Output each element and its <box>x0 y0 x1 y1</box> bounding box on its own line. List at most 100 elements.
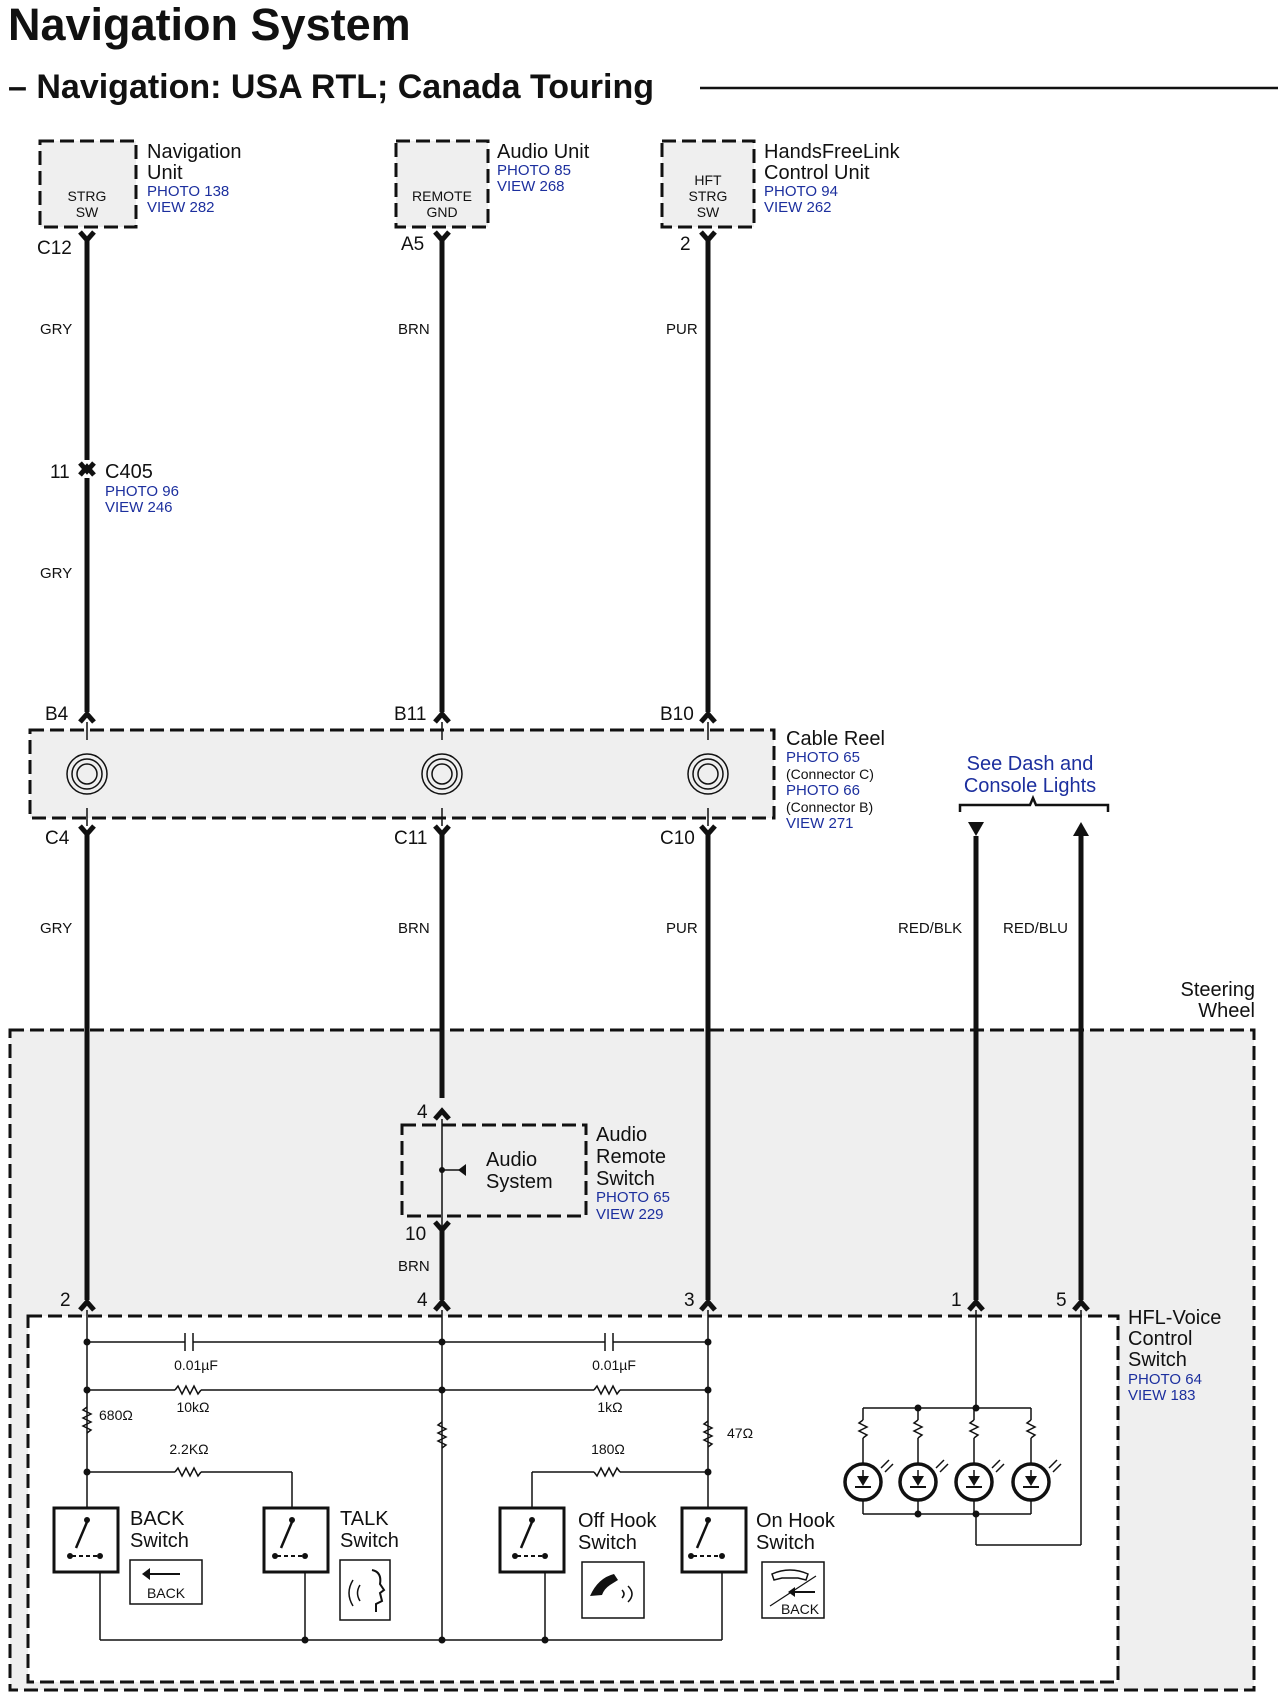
svg-text:HFL-Voice: HFL-Voice <box>1128 1307 1221 1329</box>
res-label: 2.2KΩ <box>169 1441 208 1457</box>
pin-label: 2 <box>680 234 691 255</box>
svg-text:GND: GND <box>426 204 457 220</box>
back-icon <box>129 1559 203 1605</box>
svg-text:PUR: PUR <box>666 920 698 937</box>
svg-text:BACK: BACK <box>130 1508 185 1530</box>
svg-text:SW: SW <box>76 204 99 220</box>
res-label: 1kΩ <box>597 1399 622 1415</box>
view-link: VIEW 246 <box>105 499 173 516</box>
view-link: VIEW 262 <box>764 199 832 216</box>
svg-text:RED/BLK: RED/BLK <box>898 920 962 937</box>
res-label: 180Ω <box>591 1441 625 1457</box>
audio-remote-switch: 4 Audio System Audio Remote Switch PHOTO… <box>398 1102 670 1300</box>
pin-arrows <box>78 1298 1090 1312</box>
navigation-unit: STRG SW Navigation Unit PHOTO 138 VIEW 2… <box>37 139 242 259</box>
svg-text:GRY: GRY <box>40 565 72 582</box>
pin-label: B10 <box>660 704 694 725</box>
see-dash-link: See Dash and <box>967 753 1094 775</box>
svg-text:BACK: BACK <box>781 1601 820 1617</box>
svg-text:HandsFreeLink: HandsFreeLink <box>764 141 901 163</box>
svg-text:Remote: Remote <box>596 1146 666 1168</box>
svg-text:Control: Control <box>1128 1328 1192 1350</box>
back-switch: BACK Switch BACK <box>52 1506 203 1605</box>
svg-text:11: 11 <box>50 462 70 483</box>
cap-label: 0.01µF <box>592 1357 636 1373</box>
pin-label: B11 <box>394 704 426 725</box>
connector-c405: 11 C405 PHOTO 96 VIEW 246 <box>50 461 179 516</box>
pin-label: A5 <box>401 234 424 255</box>
audio-unit: REMOTE GND Audio Unit PHOTO 85 VIEW 268 … <box>394 139 590 255</box>
svg-text:BRN: BRN <box>398 1258 430 1275</box>
svg-text:Control Unit: Control Unit <box>764 162 870 184</box>
svg-text:RED/BLU: RED/BLU <box>1003 920 1068 937</box>
pin-label: C12 <box>37 238 72 259</box>
cap-label: 0.01µF <box>174 1357 218 1373</box>
pin-label: B4 <box>45 704 69 725</box>
page-subtitle: – Navigation: USA RTL; Canada Touring <box>8 68 654 106</box>
photo-link: PHOTO 65 <box>596 1189 670 1206</box>
svg-text:Off Hook: Off Hook <box>578 1510 658 1532</box>
svg-text:Unit: Unit <box>147 162 183 184</box>
photo-link: PHOTO 65 <box>786 749 860 766</box>
indicator-leds <box>843 1408 1062 1514</box>
svg-text:Switch: Switch <box>340 1530 399 1552</box>
photo-link: PHOTO 138 <box>147 183 229 200</box>
view-link: VIEW 282 <box>147 199 215 216</box>
wires-in-wheel <box>84 1030 1084 1300</box>
pin-label: C4 <box>45 828 70 849</box>
svg-text:STRG: STRG <box>68 188 107 204</box>
off-hook-switch: Off Hook Switch <box>498 1506 658 1619</box>
pin-label: 1 <box>951 1290 962 1311</box>
pin-label: 5 <box>1056 1290 1067 1311</box>
pin-label: 10 <box>405 1224 426 1245</box>
hfl-voice-control-switch: 2 4 3 1 5 HFL-Voice Control Switch PHOTO… <box>26 1290 1221 1684</box>
photo-link: PHOTO 64 <box>1128 1371 1202 1388</box>
svg-text:(Connector C): (Connector C) <box>786 766 874 782</box>
svg-text:Audio: Audio <box>596 1124 647 1146</box>
svg-text:C405: C405 <box>105 461 153 483</box>
svg-text:Switch: Switch <box>596 1168 655 1190</box>
svg-text:SW: SW <box>697 204 720 220</box>
pin-label: 2 <box>60 1290 71 1311</box>
talk-switch: TALK Switch <box>262 1506 399 1621</box>
view-link: VIEW 271 <box>786 815 854 832</box>
svg-text:Audio: Audio <box>486 1149 537 1171</box>
svg-text:TALK: TALK <box>340 1508 389 1530</box>
pin-label: C11 <box>394 828 427 849</box>
svg-text:BACK: BACK <box>147 1585 186 1601</box>
hfl-control-unit: HFT STRG SW HandsFreeLink Control Unit P… <box>660 139 901 255</box>
svg-text:System: System <box>486 1171 553 1193</box>
res-label: 10kΩ <box>176 1399 209 1415</box>
svg-text:Switch: Switch <box>1128 1349 1187 1371</box>
svg-text:BRN: BRN <box>398 920 430 937</box>
svg-text:(Connector B): (Connector B) <box>786 799 873 815</box>
svg-text:Audio Unit: Audio Unit <box>497 141 590 163</box>
view-link: VIEW 268 <box>497 178 565 195</box>
svg-text:REMOTE: REMOTE <box>412 188 472 204</box>
reel-coil-icon <box>66 753 729 795</box>
photo-link: PHOTO 96 <box>105 483 179 500</box>
view-link: VIEW 183 <box>1128 1387 1196 1404</box>
svg-text:BRN: BRN <box>398 321 430 338</box>
svg-text:Navigation: Navigation <box>147 141 242 163</box>
svg-text:GRY: GRY <box>40 321 72 338</box>
svg-text:Switch: Switch <box>130 1530 189 1552</box>
svg-text:PUR: PUR <box>666 321 698 338</box>
view-link: VIEW 229 <box>596 1206 664 1223</box>
wire-hfl-upper: PUR <box>666 230 717 724</box>
svg-text:Switch: Switch <box>756 1532 815 1554</box>
wire-nav-upper: GRY GRY <box>40 230 96 724</box>
page-title: Navigation System <box>8 0 411 50</box>
svg-text:Switch: Switch <box>578 1532 637 1554</box>
svg-text:GRY: GRY <box>40 920 72 937</box>
on-hook-switch: On Hook Switch BACK <box>680 1506 836 1619</box>
res-label: 47Ω <box>727 1425 753 1441</box>
voice-talk-icon <box>339 1559 391 1621</box>
svg-text:Cable Reel: Cable Reel <box>786 728 885 750</box>
svg-text:On Hook: On Hook <box>756 1510 836 1532</box>
wire-audio-upper: BRN <box>398 230 451 724</box>
photo-link: PHOTO 85 <box>497 162 571 179</box>
svg-text:Console Lights: Console Lights <box>964 775 1096 797</box>
dash-lights-reference: See Dash and Console Lights <box>958 753 1110 812</box>
